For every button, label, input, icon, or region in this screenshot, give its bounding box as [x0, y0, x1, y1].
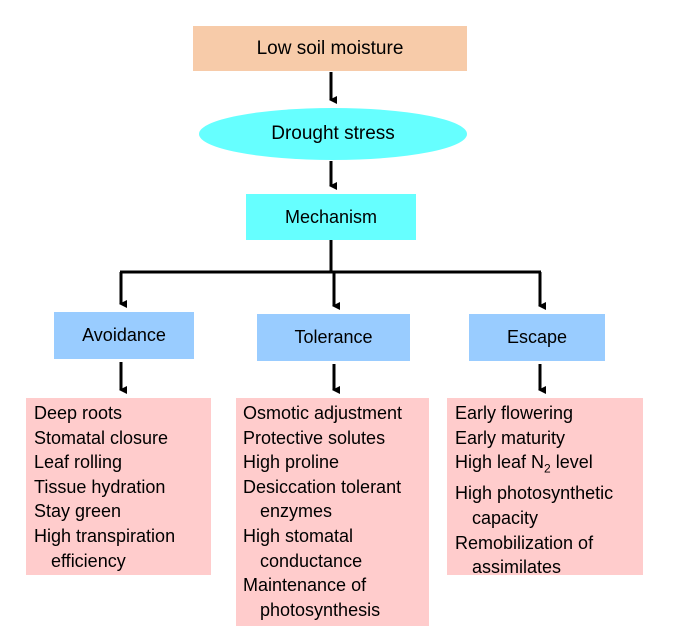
trait-text: Osmotic adjustment [243, 403, 403, 423]
trait-text-suffix: level [550, 452, 593, 473]
escape-box: Escape [469, 314, 605, 361]
tolerance-box: Tolerance [257, 314, 410, 361]
low-soil-moisture-label: Low soil moisture [256, 37, 404, 59]
trait-item: Tissue hydration [34, 475, 211, 500]
trait-text: High transpiration [34, 525, 176, 546]
trait-text: Stomatal closure [34, 427, 169, 448]
trait-item: High photosynthetic [455, 481, 643, 506]
trait-item: Deep roots [34, 401, 211, 426]
trait-continuation: assimilates [472, 557, 562, 578]
tolerance-label: Tolerance [294, 327, 373, 347]
trait-text: Early maturity [455, 427, 566, 448]
trait-text: Maintenance of [243, 575, 367, 596]
trait-text: Remobilization of [455, 532, 594, 553]
trait-item: Maintenance of [243, 573, 429, 598]
trait-text: Tissue hydration [34, 476, 166, 497]
mechanism-label: Mechanism [284, 206, 378, 227]
trait-text: Stay green [34, 501, 122, 522]
trait-text: High leaf N [455, 452, 545, 473]
avoidance-box: Avoidance [54, 312, 194, 359]
trait-item: High transpiration [34, 524, 211, 549]
trait-item: High leaf N2 level [455, 450, 643, 481]
trait-item: High proline [243, 450, 429, 475]
drought-stress-label: Drought stress [271, 123, 395, 144]
escape-label: Escape [506, 327, 568, 347]
trait-continuation: capacity [472, 507, 539, 528]
low-soil-moisture-box: Low soil moisture [193, 26, 467, 71]
trait-continuation: conductance [260, 550, 363, 571]
trait-continuation: enzymes [260, 501, 333, 522]
trait-item: Protective solutes [243, 426, 429, 451]
trait-text: High photosynthetic [455, 483, 614, 504]
trait-item: Osmotic adjustment [243, 401, 429, 426]
trait-text: Protective solutes [243, 427, 386, 448]
trait-item: Early flowering [455, 401, 643, 426]
trait-item: Early maturity [455, 426, 643, 451]
trait-item: Leaf rolling [34, 450, 211, 475]
trait-text: High stomatal [243, 525, 354, 546]
trait-item: High stomatal [243, 524, 429, 549]
trait-continuation: efficiency [51, 550, 126, 571]
trait-text: Desiccation tolerant [243, 476, 402, 497]
trait-item: Desiccation tolerant [243, 475, 429, 500]
trait-text: Early flowering [455, 403, 574, 423]
trait-item: Remobilization of [455, 531, 643, 556]
drought-stress-ellipse: Drought stress [199, 108, 467, 160]
avoidance-label: Avoidance [82, 325, 166, 345]
trait-item: Stay green [34, 499, 211, 524]
trait-continuation: photosynthesis [260, 599, 381, 620]
trait-text: High proline [243, 452, 340, 473]
trait-subscript: 2 [544, 461, 551, 476]
trait-text: Leaf rolling [34, 452, 123, 473]
mechanism-box: Mechanism [246, 194, 416, 240]
trait-text: Deep roots [34, 403, 123, 423]
trait-item: Stomatal closure [34, 426, 211, 451]
